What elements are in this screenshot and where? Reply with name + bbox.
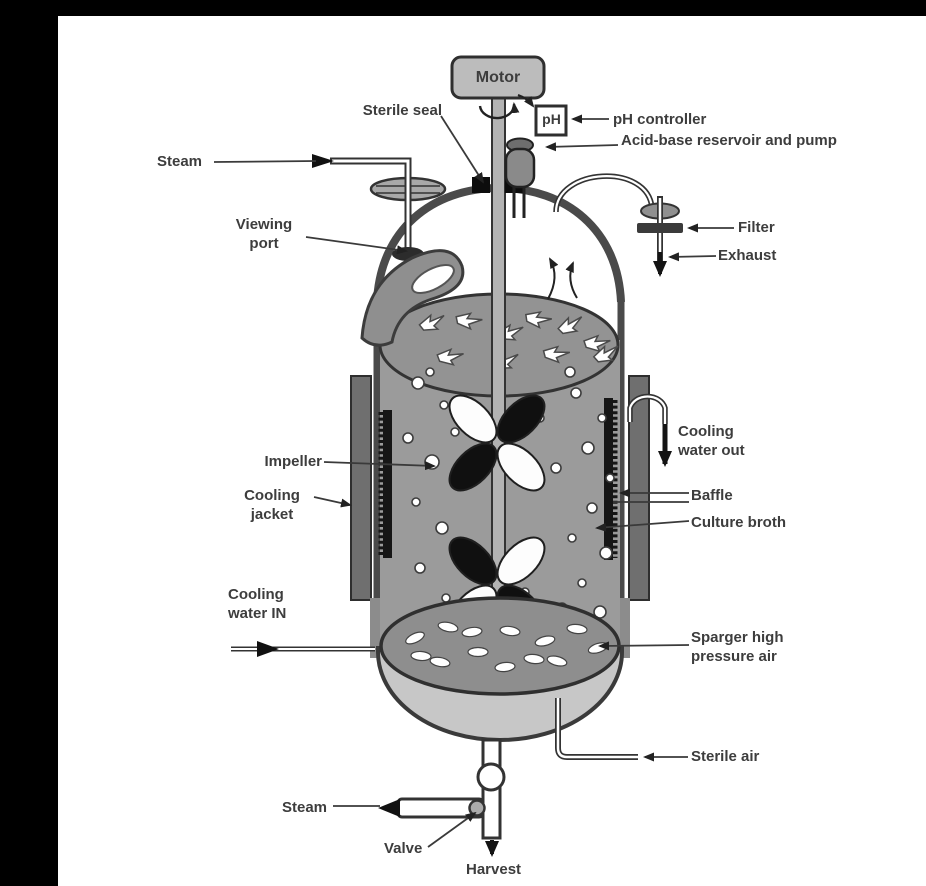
label-cooling-water-in: Cooling water IN <box>228 586 287 623</box>
top-black-bar <box>0 0 926 16</box>
label-harvest: Harvest <box>466 861 522 878</box>
label-baffle: Baffle <box>691 487 733 504</box>
air-squiggles <box>547 257 578 300</box>
label-viewing-port: Viewing port <box>235 216 293 253</box>
ph-assembly <box>504 93 568 218</box>
label-ph-controller: pH controller <box>613 111 707 128</box>
harvest-assembly <box>378 738 506 857</box>
ph-box <box>534 104 568 137</box>
label-sterile-air: Sterile air <box>691 748 760 765</box>
label-cooling-water-out: Cooling water out <box>678 423 745 460</box>
label-motor: Motor <box>475 69 521 86</box>
label-sterile-seal: Sterile seal <box>362 102 442 119</box>
label-valve: Valve <box>384 840 423 857</box>
label-filter: Filter <box>738 219 775 236</box>
viewing-port-shape <box>360 249 465 347</box>
ball-valve <box>476 762 506 792</box>
cooling-water-out-pipe <box>627 393 672 467</box>
motor-assembly <box>450 55 546 120</box>
leader-lines <box>213 114 734 848</box>
filter-element <box>637 223 683 233</box>
label-cooling-jacket: Cooling jacket <box>244 487 300 524</box>
sparger-plate <box>379 596 621 696</box>
label-steam-top: Steam <box>157 153 203 170</box>
cooling-water-in-pipe <box>231 641 375 657</box>
label-acid-base-reservoir: Acid-base reservoir and pump <box>621 132 837 149</box>
left-black-bar <box>0 0 58 886</box>
label-culture-broth: Culture broth <box>691 514 786 531</box>
label-impeller: Impeller <box>264 453 322 470</box>
acid-base-reservoir-shape <box>504 147 536 189</box>
cooling-jacket <box>350 375 650 658</box>
sterile-air-pipe <box>555 698 638 760</box>
label-exhaust: Exhaust <box>718 247 777 264</box>
label-ph-symbol: pH <box>542 111 561 127</box>
label-steam-bottom: Steam <box>282 799 328 816</box>
filter-assembly <box>553 173 683 277</box>
label-sparger: Sparger high pressure air <box>691 629 784 666</box>
valve-body <box>468 799 486 817</box>
rotation-arrow <box>478 102 520 120</box>
